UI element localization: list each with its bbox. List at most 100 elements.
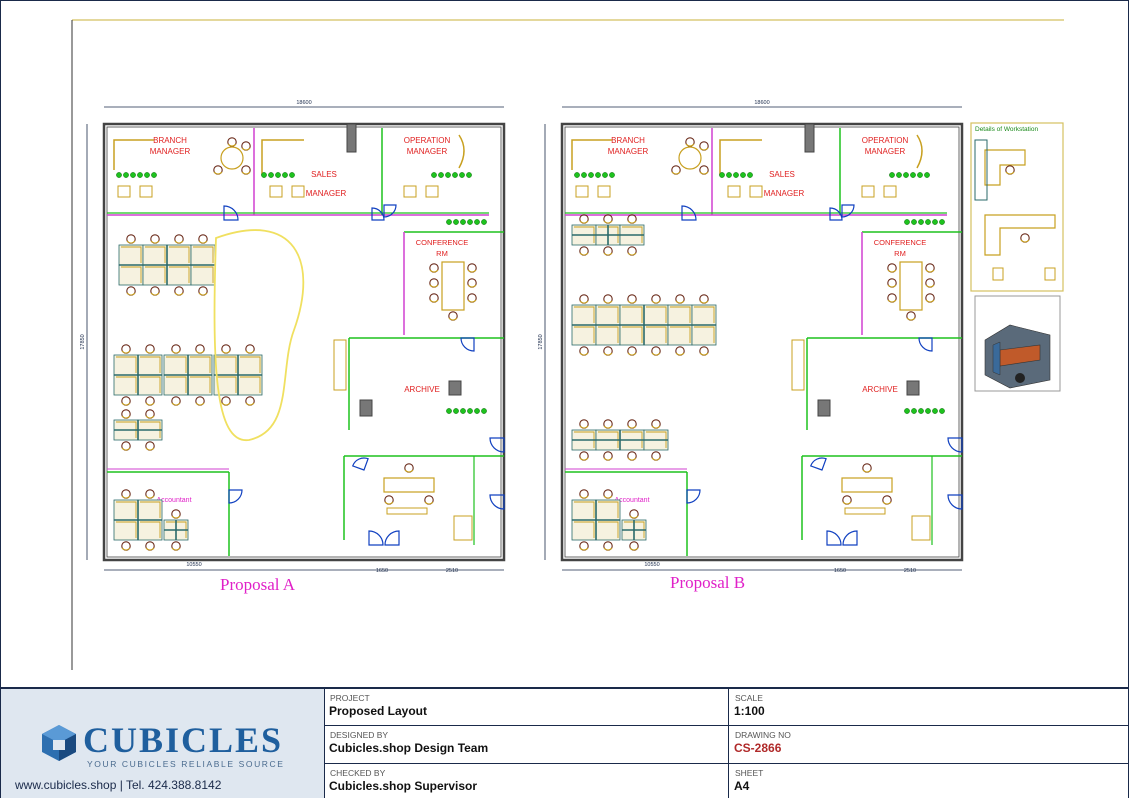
conference-room-label-line2: RM [894, 249, 906, 258]
chair-arm-icon [629, 547, 639, 551]
desk-l-surface [622, 431, 643, 448]
chair-arm-icon [862, 469, 872, 473]
workstation-desk [667, 324, 693, 346]
workstation-desk [118, 264, 144, 286]
workstation-detail-panel: Details of Workstation [970, 122, 1064, 292]
door-main-entrance [842, 530, 858, 546]
chair-arm-icon [887, 269, 897, 273]
desk-l-surface [121, 246, 142, 263]
plant-icon [453, 219, 459, 225]
workstation-cluster [213, 344, 263, 406]
chair-arm-icon [887, 284, 897, 288]
chair-arm-icon [195, 350, 205, 354]
chair-arm-icon [671, 171, 681, 175]
workstation-desk [113, 354, 139, 376]
workstation-desk [163, 374, 189, 396]
desk-l-surface [574, 521, 595, 538]
workstation-desk [571, 324, 597, 346]
company-tagline: YOUR CUBICLES RELIABLE SOURCE [87, 759, 285, 769]
plant-icon [911, 408, 917, 414]
drawing-no-cell: DRAWING NO CS-2866 [729, 726, 1128, 764]
desk-l-surface [598, 521, 619, 538]
chair-arm-icon [241, 147, 251, 151]
office-chair-front [749, 185, 763, 198]
workstation-cluster [163, 344, 213, 406]
plant-icon [137, 172, 143, 178]
desk-l-surface [598, 431, 619, 448]
sheet-cell: SHEET A4 [729, 764, 1128, 798]
door-swing-icon [371, 207, 385, 221]
desk-l-surface [646, 306, 667, 323]
door-exterior-right [489, 437, 505, 453]
chair-arm-icon [467, 284, 477, 288]
office-chair-front [883, 185, 897, 198]
chair-arm-icon [699, 171, 709, 175]
workstation-desk [166, 244, 192, 266]
office-chair-front [269, 185, 283, 198]
plant-icon [726, 172, 732, 178]
chair-arm-icon [171, 350, 181, 354]
plant-icon [747, 172, 753, 178]
chair-arm-icon [1005, 171, 1015, 175]
proposal-a-label: Proposal A [220, 575, 296, 594]
detail-desk-plan [984, 214, 1056, 256]
desk-l-surface [116, 376, 137, 393]
workstation-cluster [113, 409, 163, 451]
accountant-room: Accountant [107, 468, 230, 556]
workstation-desk [142, 244, 168, 266]
sofa [386, 507, 428, 515]
sofa [844, 507, 886, 515]
accountant-room: Accountant [565, 468, 688, 556]
door-archive [918, 337, 933, 352]
chair-arm-icon [925, 284, 935, 288]
workstation-desk [113, 499, 139, 521]
chair-arm-icon [699, 352, 709, 356]
door-main-entrance [826, 530, 842, 546]
door-swing-icon [489, 494, 505, 510]
chair-arm-icon [121, 415, 131, 419]
chair-arm-icon [579, 425, 589, 429]
workstation-cluster [118, 234, 216, 296]
chair-arm-icon [171, 402, 181, 406]
desk-l-surface [216, 356, 237, 373]
chair-arm-icon [121, 402, 131, 406]
door-swing-icon [223, 205, 239, 221]
operation-manager-label-line2: MANAGER [407, 147, 448, 156]
desk-l-surface [216, 376, 237, 393]
door-swing-icon [947, 437, 963, 453]
workstation-desk [187, 374, 213, 396]
chair-arm-icon [221, 402, 231, 406]
outer-wall [102, 122, 506, 562]
workstation-desk [643, 324, 669, 346]
chair-arm-icon [699, 300, 709, 304]
workstation-3d-thumbnail [974, 295, 1061, 392]
door-accountant [686, 489, 701, 504]
plant-icon [889, 172, 895, 178]
company-contact[interactable]: www.cubicles.shop | Tel. 424.388.8142 [15, 778, 222, 792]
sales-manager-label-line1: SALES [311, 170, 337, 179]
door-swing-icon [842, 530, 858, 546]
workstation-desk [691, 304, 717, 326]
round-table [678, 146, 702, 170]
door-bottom-office [351, 457, 369, 471]
plant-icon [268, 172, 274, 178]
door-branch-manager [681, 205, 697, 221]
desk-l-surface [646, 431, 667, 448]
desk-l-surface [670, 326, 691, 343]
desk-l-surface [190, 356, 211, 373]
door-swing-icon [351, 457, 369, 471]
door-accountant [228, 489, 243, 504]
plant-icon [452, 172, 458, 178]
chair-arm-icon [195, 402, 205, 406]
logo-panel: CUBICLES YOUR CUBICLES RELIABLE SOURCE w… [1, 689, 325, 798]
chair-arm-icon [126, 240, 136, 244]
chair-arm-icon [174, 292, 184, 296]
plant-icon [459, 172, 465, 178]
archive-cabinet [448, 380, 462, 396]
plant-icon [918, 219, 924, 225]
executive-desk [113, 139, 154, 170]
chair-arm-icon [467, 299, 477, 303]
plant-icon [261, 172, 267, 178]
